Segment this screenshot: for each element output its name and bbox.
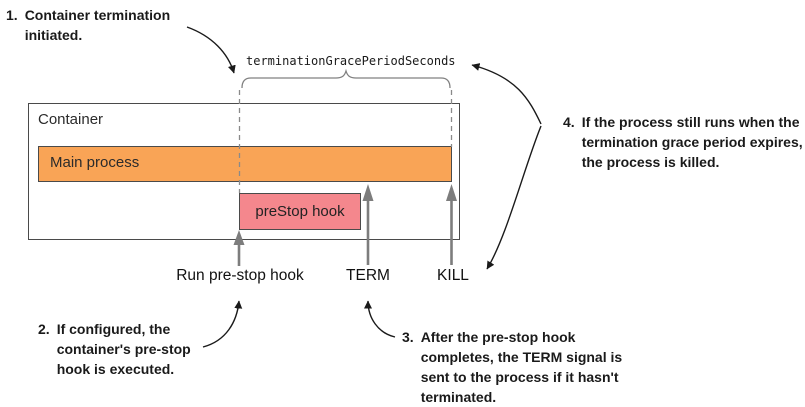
annotation-3: 3. After the pre-stop hook completes, th…: [402, 328, 622, 407]
annotation-2-arrow: [202, 300, 243, 348]
run-prestop-label: Run pre-stop hook: [176, 267, 304, 284]
annotation-1-arrow: [186, 26, 236, 74]
annotation-2-number: 2.: [38, 321, 50, 337]
annotation-1-text: Container termination initiated.: [24, 7, 171, 43]
annotation-3-number: 3.: [402, 329, 414, 345]
annotation-4: 4. If the process still runs when the te…: [563, 113, 803, 173]
annotation-3-arrow: [364, 300, 396, 338]
prestop-hook-label: preStop hook: [255, 203, 345, 220]
prestop-hook-bar: preStop hook: [239, 193, 361, 230]
annotation-4-number: 4.: [563, 114, 575, 130]
main-process-label: Main process: [50, 154, 140, 171]
annotation-4-arrow-to-kill: [486, 125, 542, 270]
annotation-4-arrow-to-grace: [471, 63, 542, 125]
annotation-1: 1. Container termination initiated.: [6, 6, 170, 46]
annotation-2-text: If configured, the container's pre-stop …: [56, 321, 191, 377]
grace-period-brace: [241, 68, 451, 89]
grace-period-label: terminationGracePeriodSeconds: [246, 54, 456, 68]
main-process-bar: [38, 146, 452, 182]
annotation-4-text: If the process still runs when the termi…: [581, 114, 803, 170]
kill-label: KILL: [437, 267, 469, 284]
annotation-1-number: 1.: [6, 7, 18, 23]
annotation-2: 2. If configured, the container's pre-st…: [38, 320, 191, 380]
term-label: TERM: [346, 267, 390, 284]
container-label: Container: [38, 111, 104, 128]
annotation-3-text: After the pre-stop hook completes, the T…: [420, 329, 623, 405]
